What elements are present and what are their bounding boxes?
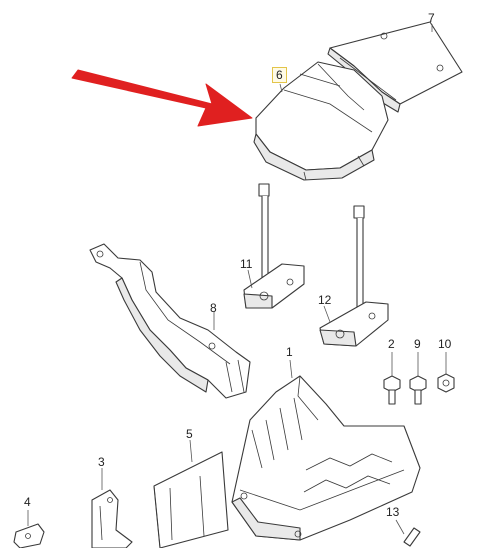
part-5-panel [153,451,229,548]
part-10-nut [437,373,455,393]
callout-9: 9 [414,337,421,351]
leader-6 [279,83,283,93]
callout-3: 3 [98,455,105,469]
callout-1: 1 [286,345,293,359]
part-9-bolt [409,375,427,405]
leader-13 [395,519,405,535]
callout-13: 13 [386,505,400,519]
part-2-bolt [383,375,401,405]
leader-12 [323,305,331,323]
part-8-bracket [89,243,251,399]
leader-1 [289,359,293,379]
red-arrow-icon [71,69,253,127]
leader-11 [247,269,253,289]
callout-5: 5 [186,427,193,441]
callout-2: 2 [388,337,395,351]
callout-8: 8 [210,301,217,315]
part-6-cover [253,61,389,181]
callout-11: 11 [240,257,253,271]
part-4-clip [13,523,45,548]
part-13-pin [403,527,421,547]
part-3-bracket [91,489,133,548]
part-11-bolt-bracket [243,183,305,309]
callout-4: 4 [24,495,31,509]
callout-12: 12 [318,293,332,307]
leader-5 [189,439,193,463]
callout-10: 10 [438,337,452,351]
part-1-battery-tray [231,375,421,541]
callout-6-highlighted: 6 [272,67,287,83]
callout-7: 7 [428,11,435,25]
part-12-bolt-bracket [319,205,389,347]
